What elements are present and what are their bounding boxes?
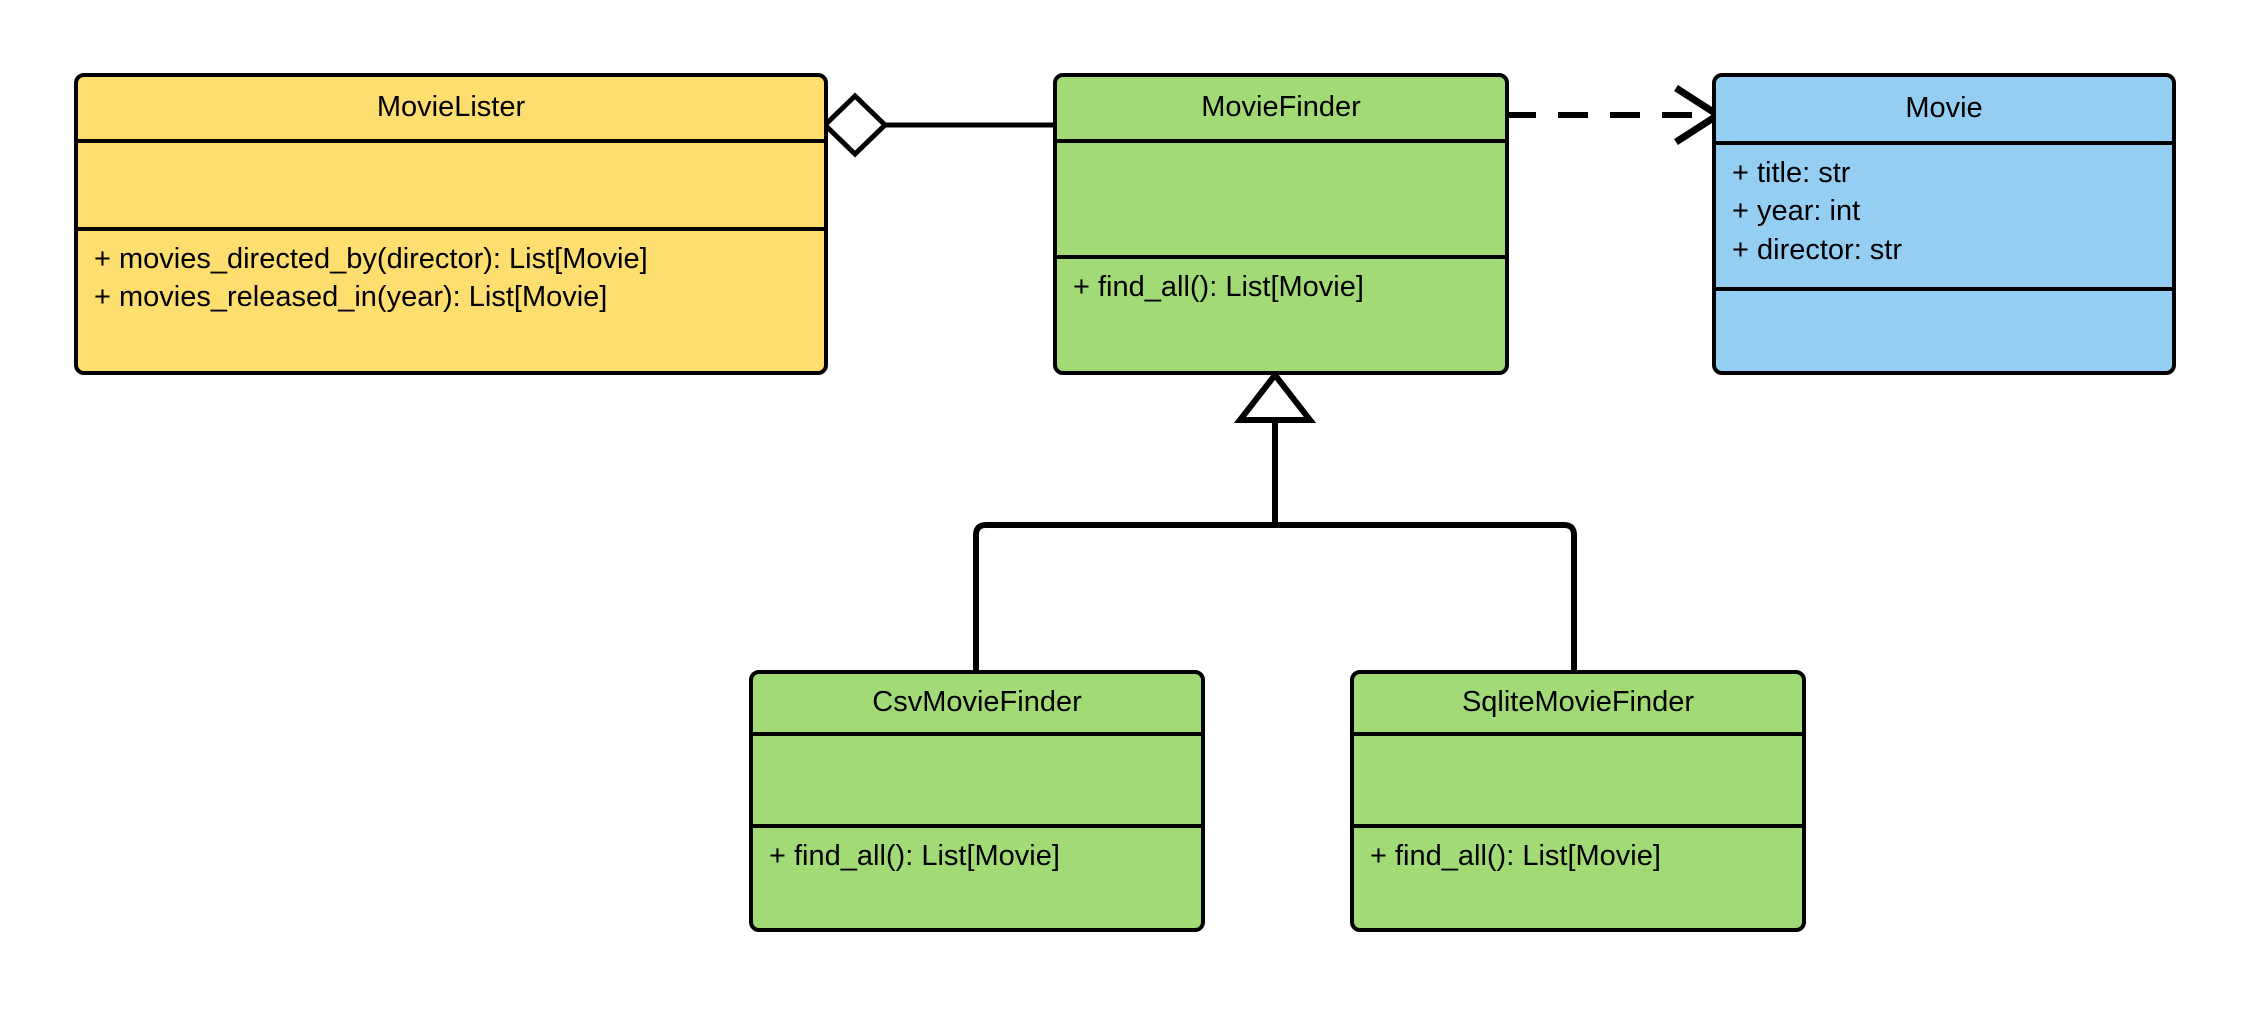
class-box-csv-movie-finder[interactable]: CsvMovieFinder + find_all(): List[Movie]	[749, 670, 1205, 932]
method-item: + find_all(): List[Movie]	[1073, 271, 1364, 303]
edge-generalization-subclasses-finder	[973, 370, 1577, 670]
edge-aggregation-lister-finder	[821, 92, 1053, 158]
class-attributes-sqlite-movie-finder	[1354, 736, 1802, 828]
class-attributes-csv-movie-finder	[753, 736, 1201, 828]
class-box-movie-finder[interactable]: MovieFinder + find_all(): List[Movie]	[1053, 73, 1509, 375]
hollow-triangle-marker	[1233, 370, 1317, 423]
class-methods-csv-movie-finder: + find_all(): List[Movie]	[753, 828, 1201, 928]
class-attributes-movie-lister	[78, 143, 824, 231]
method-item: + find_all(): List[Movie]	[769, 840, 1060, 872]
class-name-sqlite-movie-finder: SqliteMovieFinder	[1354, 674, 1802, 736]
method-item: + find_all(): List[Movie]	[1370, 840, 1661, 872]
attribute-item: + title: str	[1732, 157, 1851, 189]
class-name-csv-movie-finder: CsvMovieFinder	[753, 674, 1201, 736]
method-item: + movies_released_in(year): List[Movie]	[94, 281, 608, 314]
class-attributes-movie-finder	[1057, 143, 1505, 259]
edge-dependency-finder-movie	[1506, 85, 1725, 145]
attribute-item: + director: str	[1732, 233, 1903, 266]
class-name-movie: Movie	[1716, 77, 2172, 145]
class-box-movie-lister[interactable]: MovieLister + movies_directed_by(directo…	[74, 73, 828, 375]
class-attributes-movie: + title: str + year: int + director: str	[1716, 145, 2172, 291]
class-methods-sqlite-movie-finder: + find_all(): List[Movie]	[1354, 828, 1802, 928]
hollow-diamond-marker	[821, 92, 889, 158]
generalization-branch-lines	[973, 522, 1577, 670]
class-name-movie-lister: MovieLister	[78, 77, 824, 143]
class-box-sqlite-movie-finder[interactable]: SqliteMovieFinder + find_all(): List[Mov…	[1350, 670, 1806, 932]
class-name-movie-finder: MovieFinder	[1057, 77, 1505, 143]
class-methods-movie-lister: + movies_directed_by(director): List[Mov…	[78, 231, 824, 371]
attribute-item: + year: int	[1732, 195, 1861, 228]
class-methods-movie-finder: + find_all(): List[Movie]	[1057, 259, 1505, 371]
method-item: + movies_directed_by(director): List[Mov…	[94, 243, 648, 275]
class-methods-movie	[1716, 291, 2172, 371]
class-box-movie[interactable]: Movie + title: str + year: int + directo…	[1712, 73, 2176, 375]
